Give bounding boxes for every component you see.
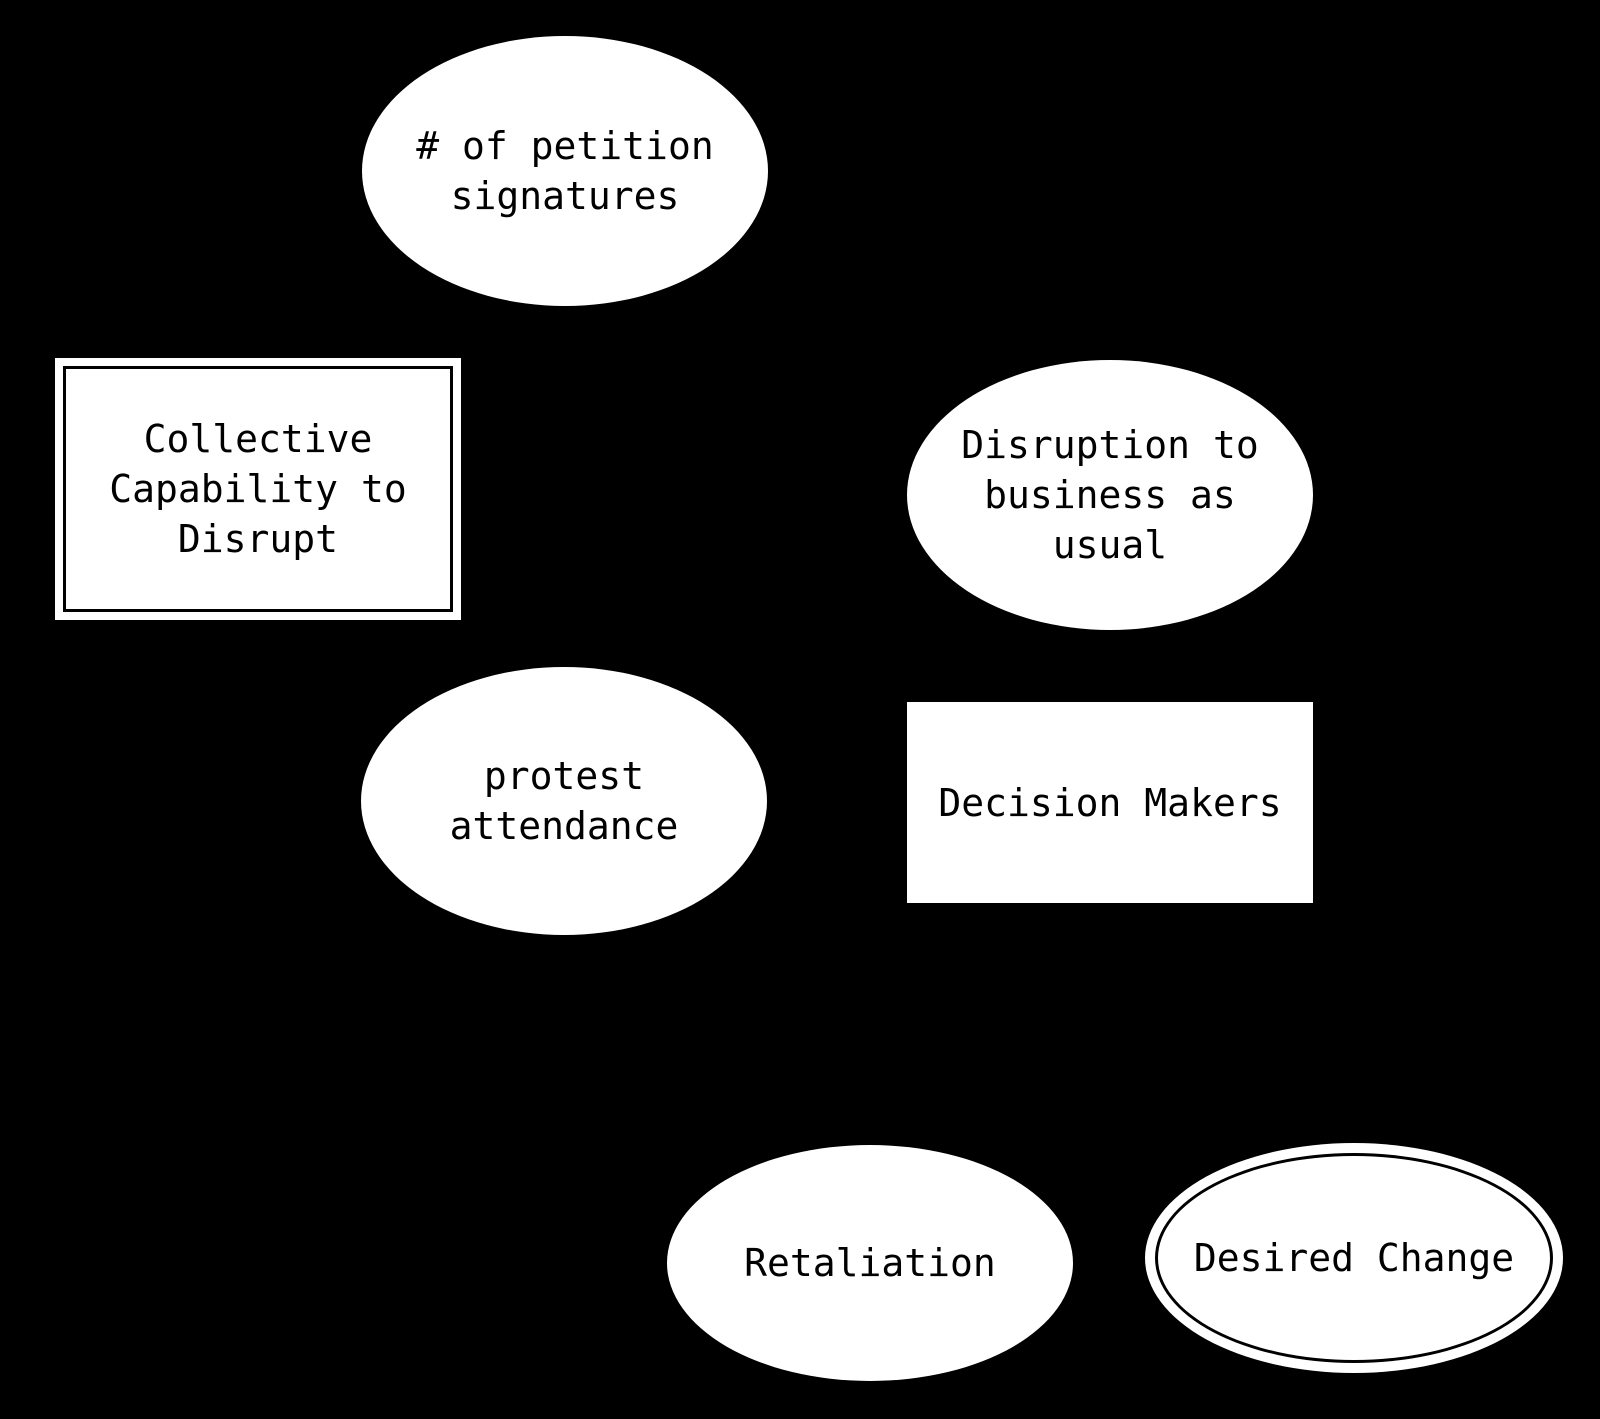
node-retaliation: Retaliation: [667, 1145, 1073, 1381]
node-petition-signatures: # of petition signatures: [362, 36, 768, 306]
node-label: Retaliation: [744, 1241, 996, 1285]
node-desired-change: Desired Change: [1145, 1143, 1563, 1373]
node-protest-attendance: protest attendance: [361, 667, 767, 935]
node-collective-capability: Collective Capability to Disrupt: [55, 358, 461, 620]
node-label: protest attendance: [449, 754, 679, 848]
node-decision-makers: Decision Makers: [907, 702, 1313, 903]
node-label: Collective Capability to Disrupt: [109, 417, 407, 561]
node-label: Disruption to business as usual: [961, 423, 1259, 567]
node-label: # of petition signatures: [416, 124, 714, 218]
node-disruption-business-as-usual: Disruption to business as usual: [907, 360, 1313, 630]
node-label: Desired Change: [1193, 1236, 1515, 1280]
node-label: Decision Makers: [938, 780, 1282, 825]
